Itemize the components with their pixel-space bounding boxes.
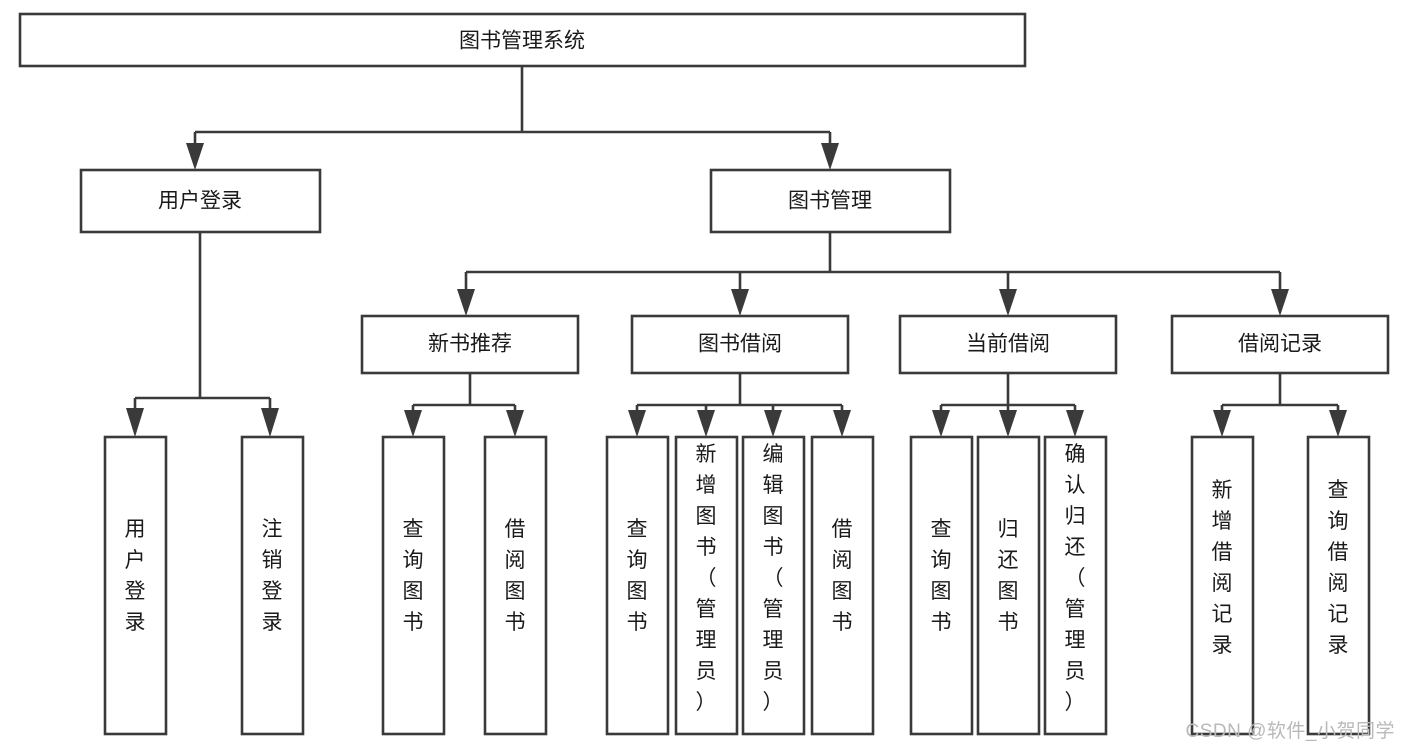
arrow-to-leaf-edit-book [764, 410, 782, 437]
node-leaf-add-record[interactable]: 新增借阅记录 [1190, 435, 1255, 736]
arrow-to-leaf-user-login [126, 408, 144, 437]
node-leaf-query-book-1-box [381, 435, 446, 736]
node-leaf-confirm-return-label: 确认归还（管理员） [1065, 443, 1086, 714]
node-borrow-record-box [1170, 314, 1390, 375]
arrow-to-leaf-borrow-book-1 [506, 410, 524, 437]
node-leaf-query-book-2-box [605, 435, 670, 736]
arrow-to-leaf-query-book-3 [932, 410, 950, 437]
node-leaf-borrow-book-1[interactable]: 借阅图书 [483, 435, 548, 736]
node-leaf-return-book-label: 归还图书 [998, 518, 1019, 634]
node-leaf-return-book-box [976, 435, 1041, 736]
node-leaf-borrow-book-2-label: 借阅图书 [832, 518, 853, 634]
arrow-to-leaf-add-book [697, 410, 715, 437]
node-leaf-add-book[interactable]: 新增图书（管理员） [674, 435, 739, 736]
node-new-book-recommend[interactable]: 新书推荐 [360, 314, 580, 375]
arrow-to-leaf-add-record [1213, 410, 1231, 437]
arrow-to-leaf-borrow-book-2 [833, 410, 851, 437]
arrow-to-leaf-query-book-1 [404, 410, 422, 437]
node-leaf-confirm-return[interactable]: 确认归还（管理员） [1043, 435, 1108, 736]
node-book-management[interactable]: 图书管理 [709, 168, 952, 234]
node-borrow-record-label: 借阅记录 [1238, 333, 1322, 356]
node-leaf-add-book-box [674, 435, 739, 736]
node-root-box [18, 12, 1027, 68]
node-leaf-borrow-book-1-box [483, 435, 548, 736]
node-leaf-borrow-book-2[interactable]: 借阅图书 [810, 435, 875, 736]
node-leaf-borrow-book-1-label: 借阅图书 [505, 518, 526, 634]
node-leaf-logout-login[interactable]: 注销登录 [240, 435, 305, 736]
arrow-to-borrow-record [1271, 289, 1289, 316]
node-current-borrow-label: 当前借阅 [966, 333, 1050, 356]
arrow-to-book-management [821, 143, 839, 170]
node-borrow-record[interactable]: 借阅记录 [1170, 314, 1390, 375]
node-leaf-return-book[interactable]: 归还图书 [976, 435, 1041, 736]
connector-layer [126, 66, 1347, 437]
node-root[interactable]: 图书管理系统 [18, 12, 1027, 68]
node-user-login-label: 用户登录 [158, 190, 242, 213]
node-root-label: 图书管理系统 [459, 30, 585, 53]
node-leaf-query-book-2-label: 查询图书 [627, 518, 648, 634]
arrow-to-book-borrow [731, 289, 749, 316]
node-book-borrow-box [630, 314, 850, 375]
node-current-borrow[interactable]: 当前借阅 [898, 314, 1118, 375]
node-new-book-recommend-label: 新书推荐 [428, 333, 512, 356]
arrow-to-leaf-return-book [999, 410, 1017, 437]
node-leaf-query-record-box [1306, 435, 1371, 736]
node-book-management-box [709, 168, 952, 234]
arrow-to-user-login [186, 143, 204, 170]
arrow-to-leaf-query-book-2 [628, 410, 646, 437]
node-leaf-query-book-3-box [909, 435, 974, 736]
node-leaf-user-login[interactable]: 用户登录 [103, 435, 168, 736]
node-book-management-label: 图书管理 [788, 190, 872, 213]
arrow-to-new-book-recommend [457, 289, 475, 316]
node-book-borrow[interactable]: 图书借阅 [630, 314, 850, 375]
node-leaf-query-book-3-label: 查询图书 [931, 518, 952, 634]
node-leaf-edit-book-box [741, 435, 806, 736]
node-leaf-user-login-box [103, 435, 168, 736]
arrow-to-leaf-confirm-return [1066, 410, 1084, 437]
arrow-to-leaf-query-record [1329, 410, 1347, 437]
node-leaf-query-book-2[interactable]: 查询图书 [605, 435, 670, 736]
node-leaf-add-book-label: 新增图书（管理员） [696, 443, 717, 714]
node-leaf-query-book-1[interactable]: 查询图书 [381, 435, 446, 736]
node-user-login[interactable]: 用户登录 [79, 168, 322, 234]
node-leaf-query-book-3[interactable]: 查询图书 [909, 435, 974, 736]
node-leaf-query-record[interactable]: 查询借阅记录 [1306, 435, 1371, 736]
csdn-watermark: CSDN @软件_小贺同学 [1185, 721, 1395, 742]
node-current-borrow-box [898, 314, 1118, 375]
node-leaf-add-record-label: 新增借阅记录 [1212, 479, 1233, 657]
node-leaf-logout-login-label: 注销登录 [262, 518, 283, 634]
node-leaf-query-record-label: 查询借阅记录 [1328, 479, 1349, 657]
node-book-borrow-label: 图书借阅 [698, 333, 782, 356]
node-leaf-edit-book-label: 编辑图书（管理员） [763, 443, 784, 714]
node-leaf-query-book-1-label: 查询图书 [403, 518, 424, 634]
node-leaf-borrow-book-2-box [810, 435, 875, 736]
node-leaf-confirm-return-box [1043, 435, 1108, 736]
node-leaf-add-record-box [1190, 435, 1255, 736]
node-leaf-logout-login-box [240, 435, 305, 736]
node-leaf-user-login-label: 用户登录 [125, 518, 146, 634]
arrow-to-current-borrow [999, 289, 1017, 316]
node-user-login-box [79, 168, 322, 234]
node-new-book-recommend-box [360, 314, 580, 375]
node-leaf-edit-book[interactable]: 编辑图书（管理员） [741, 435, 806, 736]
arrow-to-leaf-logout-login [261, 408, 279, 437]
